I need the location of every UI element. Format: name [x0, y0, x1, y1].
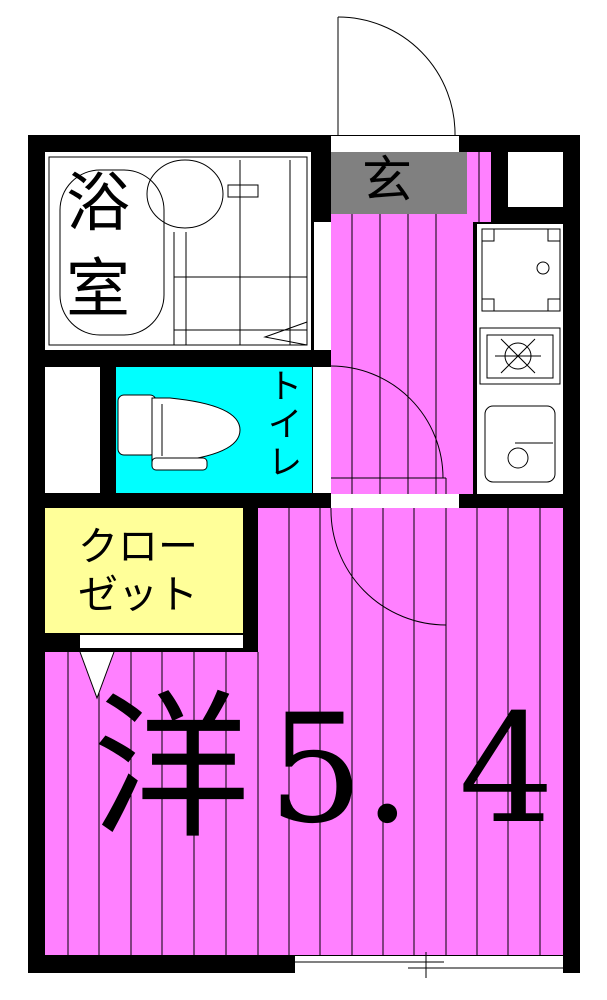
toilet-door-opening	[313, 367, 331, 493]
hallway-wall-opening	[314, 222, 331, 350]
entrance-label: 玄	[362, 151, 412, 209]
window	[295, 956, 563, 973]
entrance-door-opening	[331, 136, 459, 152]
western-room-floor	[258, 508, 563, 653]
western-room-kanji: 洋	[92, 677, 250, 861]
entrance	[331, 152, 467, 214]
bathroom	[45, 152, 311, 350]
storage-box	[508, 152, 563, 207]
toilet-label-1: ト	[268, 367, 302, 407]
western-room-size: 5. 4	[268, 683, 555, 857]
closet	[45, 508, 243, 633]
storage-left	[45, 367, 100, 493]
room-door-opening	[331, 494, 459, 508]
bathroom-label-1: 浴	[66, 167, 130, 241]
toilet-label-3: レ	[268, 443, 302, 483]
closet-label-2: ゼット	[78, 572, 198, 618]
bathroom-label-2: 室	[66, 253, 130, 327]
closet-door-opening	[80, 635, 243, 648]
toilet-label-2: イ	[268, 405, 302, 445]
closet-label-1: クロー	[78, 524, 198, 570]
hallway-floor	[331, 214, 473, 494]
